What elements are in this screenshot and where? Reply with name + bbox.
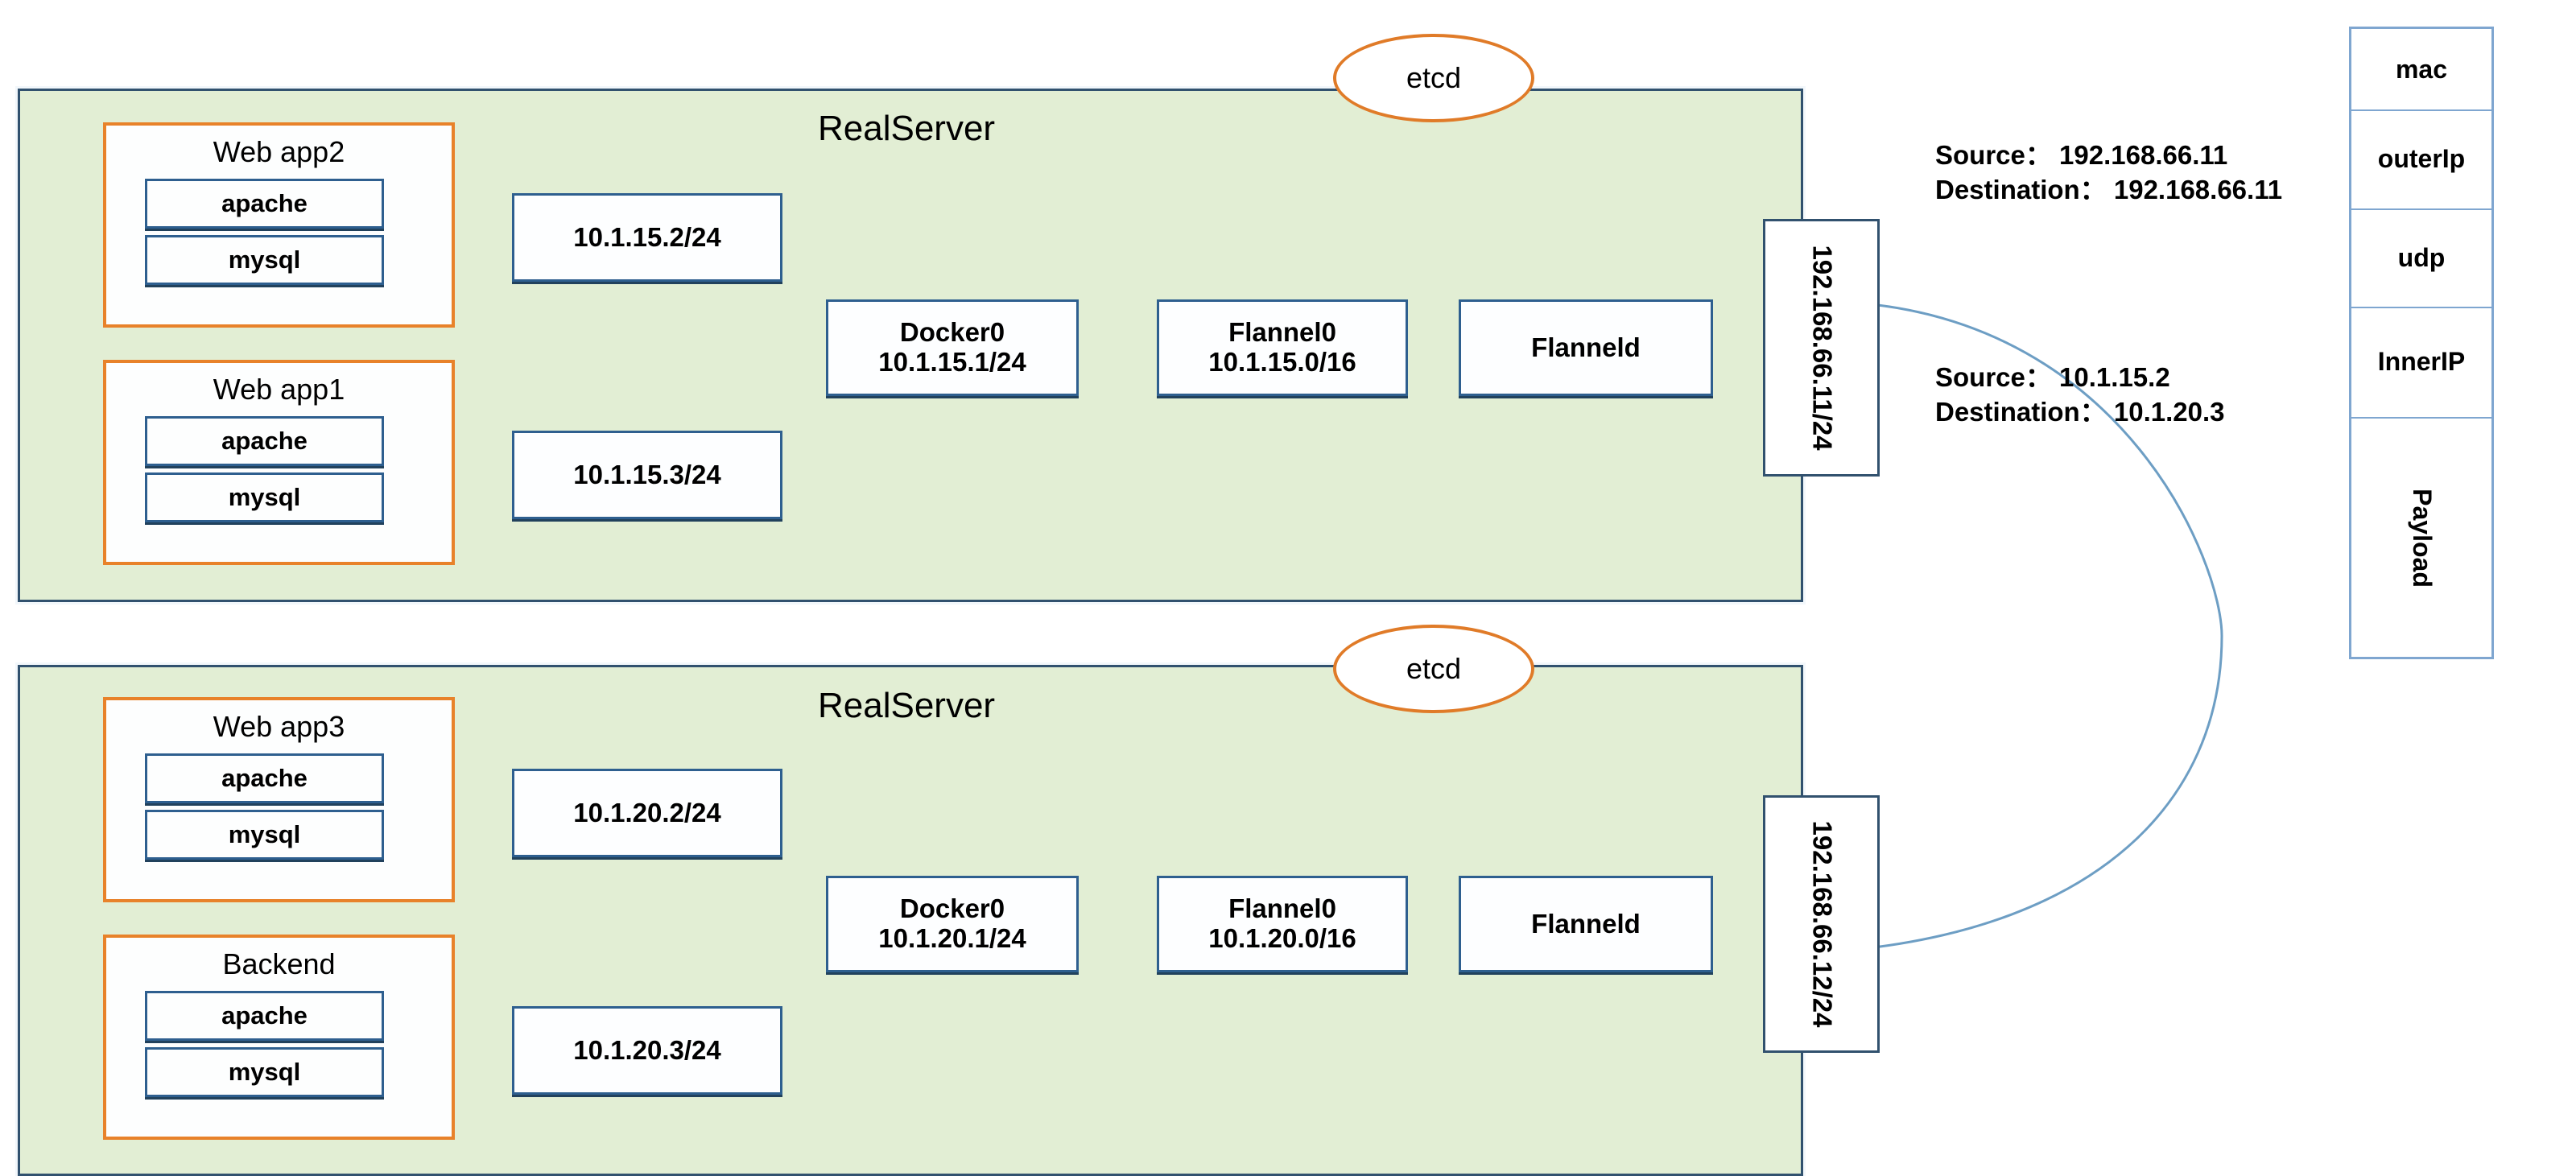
container-ip-box-10-1-20-3[interactable]: 10.1.20.3/24 xyxy=(512,1006,782,1095)
service-box-apache-backend[interactable]: apache xyxy=(145,991,384,1041)
service-label: apache xyxy=(221,764,308,792)
packet-layer-innerip[interactable]: InnerIP xyxy=(2351,307,2491,419)
daemon-name: Flanneld xyxy=(1531,908,1641,939)
packet-layer-label: InnerIP xyxy=(2377,347,2466,376)
pod-box-webapp3[interactable]: Web app3 apache mysql xyxy=(103,697,455,902)
pod-box-backend[interactable]: Backend apache mysql xyxy=(103,935,455,1140)
etcd-label: etcd xyxy=(1406,61,1462,94)
packet-layer-outerip[interactable]: outerIp xyxy=(2351,109,2491,210)
etcd-node-top[interactable]: etcd xyxy=(1333,34,1534,122)
packet-layer-payload[interactable]: Payload xyxy=(2351,417,2491,659)
service-label: mysql xyxy=(228,820,301,848)
host-ip-label: 192.168.66.11/24 xyxy=(1806,245,1837,451)
annotation-source-row: Source： 10.1.15.2 xyxy=(1935,361,2224,395)
bridge-box-docker0-bottom[interactable]: Docker0 10.1.20.1/24 xyxy=(826,876,1079,972)
bridge-name: Docker0 xyxy=(899,893,1005,924)
host-ip-box-bottom[interactable]: 192.168.66.12/24 xyxy=(1763,795,1880,1053)
service-label: mysql xyxy=(228,1058,301,1086)
service-label: apache xyxy=(221,189,308,217)
bridge-cidr: 10.1.20.1/24 xyxy=(878,923,1026,953)
host-ip-box-top[interactable]: 192.168.66.11/24 xyxy=(1763,219,1880,477)
annotation-outer-header: Source： 192.168.66.11 Destination： 192.1… xyxy=(1935,138,2282,208)
service-box-apache-webapp3[interactable]: apache xyxy=(145,753,384,803)
packet-stack: mac outerIp udp InnerIP Payload xyxy=(2349,27,2494,659)
container-ip-label: 10.1.15.3/24 xyxy=(573,459,721,489)
service-label: apache xyxy=(221,1001,308,1030)
annotation-inner-header: Source： 10.1.15.2 Destination： 10.1.20.3 xyxy=(1935,361,2224,430)
service-box-apache-webapp2[interactable]: apache xyxy=(145,179,384,229)
overlay-box-flannel0-top[interactable]: Flannel0 10.1.15.0/16 xyxy=(1157,299,1408,396)
packet-layer-label: Payload xyxy=(2407,489,2437,588)
annotation-source-row: Source： 192.168.66.11 xyxy=(1935,138,2282,173)
overlay-cidr: 10.1.15.0/16 xyxy=(1208,347,1356,377)
annotation-destination-row: Destination： 10.1.20.3 xyxy=(1935,395,2224,430)
service-label: apache xyxy=(221,427,308,455)
container-ip-box-10-1-20-2[interactable]: 10.1.20.2/24 xyxy=(512,769,782,857)
pod-title-webapp3: Web app3 xyxy=(213,710,345,743)
container-ip-box-10-1-15-2[interactable]: 10.1.15.2/24 xyxy=(512,193,782,282)
service-label: mysql xyxy=(228,483,301,511)
annotation-source-label: Source： xyxy=(1935,140,2052,170)
pod-box-webapp2[interactable]: Web app2 apache mysql xyxy=(103,122,455,328)
daemon-name: Flanneld xyxy=(1531,332,1641,362)
etcd-node-bottom[interactable]: etcd xyxy=(1333,625,1534,713)
annotation-destination-value: 192.168.66.11 xyxy=(2113,174,2283,204)
service-label: mysql xyxy=(228,246,301,274)
pod-title-webapp2: Web app2 xyxy=(213,135,345,168)
daemon-box-flanneld-bottom[interactable]: Flanneld xyxy=(1459,876,1713,972)
container-ip-box-10-1-15-3[interactable]: 10.1.15.3/24 xyxy=(512,431,782,519)
annotation-source-value: 10.1.15.2 xyxy=(2059,362,2170,392)
overlay-name: Flannel0 xyxy=(1228,893,1336,924)
packet-layer-label: udp xyxy=(2397,242,2446,272)
host-label-bottom: RealServer xyxy=(818,686,996,725)
annotation-destination-label: Destination： xyxy=(1935,396,2107,427)
service-box-apache-webapp1[interactable]: apache xyxy=(145,416,384,466)
annotation-destination-row: Destination： 192.168.66.11 xyxy=(1935,173,2282,208)
pod-title-webapp1: Web app1 xyxy=(213,373,345,406)
service-box-mysql-backend[interactable]: mysql xyxy=(145,1047,384,1097)
bridge-cidr: 10.1.15.1/24 xyxy=(878,347,1026,377)
service-box-mysql-webapp2[interactable]: mysql xyxy=(145,235,384,285)
daemon-box-flanneld-top[interactable]: Flanneld xyxy=(1459,299,1713,396)
container-ip-label: 10.1.20.3/24 xyxy=(573,1034,721,1065)
annotation-source-label: Source： xyxy=(1935,362,2052,392)
packet-layer-label: mac xyxy=(2395,54,2448,84)
bridge-box-docker0-top[interactable]: Docker0 10.1.15.1/24 xyxy=(826,299,1079,396)
annotation-source-value: 192.168.66.11 xyxy=(2059,140,2228,170)
pod-box-webapp1[interactable]: Web app1 apache mysql xyxy=(103,360,455,565)
etcd-label: etcd xyxy=(1406,652,1462,685)
container-ip-label: 10.1.20.2/24 xyxy=(573,797,721,827)
bridge-name: Docker0 xyxy=(899,317,1005,348)
overlay-name: Flannel0 xyxy=(1228,317,1336,348)
annotation-destination-value: 10.1.20.3 xyxy=(2113,396,2225,427)
packet-layer-label: outerIp xyxy=(2377,144,2466,173)
packet-layer-udp[interactable]: udp xyxy=(2351,208,2491,308)
overlay-cidr: 10.1.20.0/16 xyxy=(1208,923,1356,953)
service-box-mysql-webapp1[interactable]: mysql xyxy=(145,472,384,522)
host-label-top: RealServer xyxy=(818,109,996,148)
container-ip-label: 10.1.15.2/24 xyxy=(573,221,721,252)
annotation-destination-label: Destination： xyxy=(1935,174,2107,204)
packet-layer-mac[interactable]: mac xyxy=(2351,29,2491,111)
overlay-box-flannel0-bottom[interactable]: Flannel0 10.1.20.0/16 xyxy=(1157,876,1408,972)
pod-title-backend: Backend xyxy=(222,947,336,980)
host-ip-label: 192.168.66.12/24 xyxy=(1806,820,1837,1028)
service-box-mysql-webapp3[interactable]: mysql xyxy=(145,810,384,860)
